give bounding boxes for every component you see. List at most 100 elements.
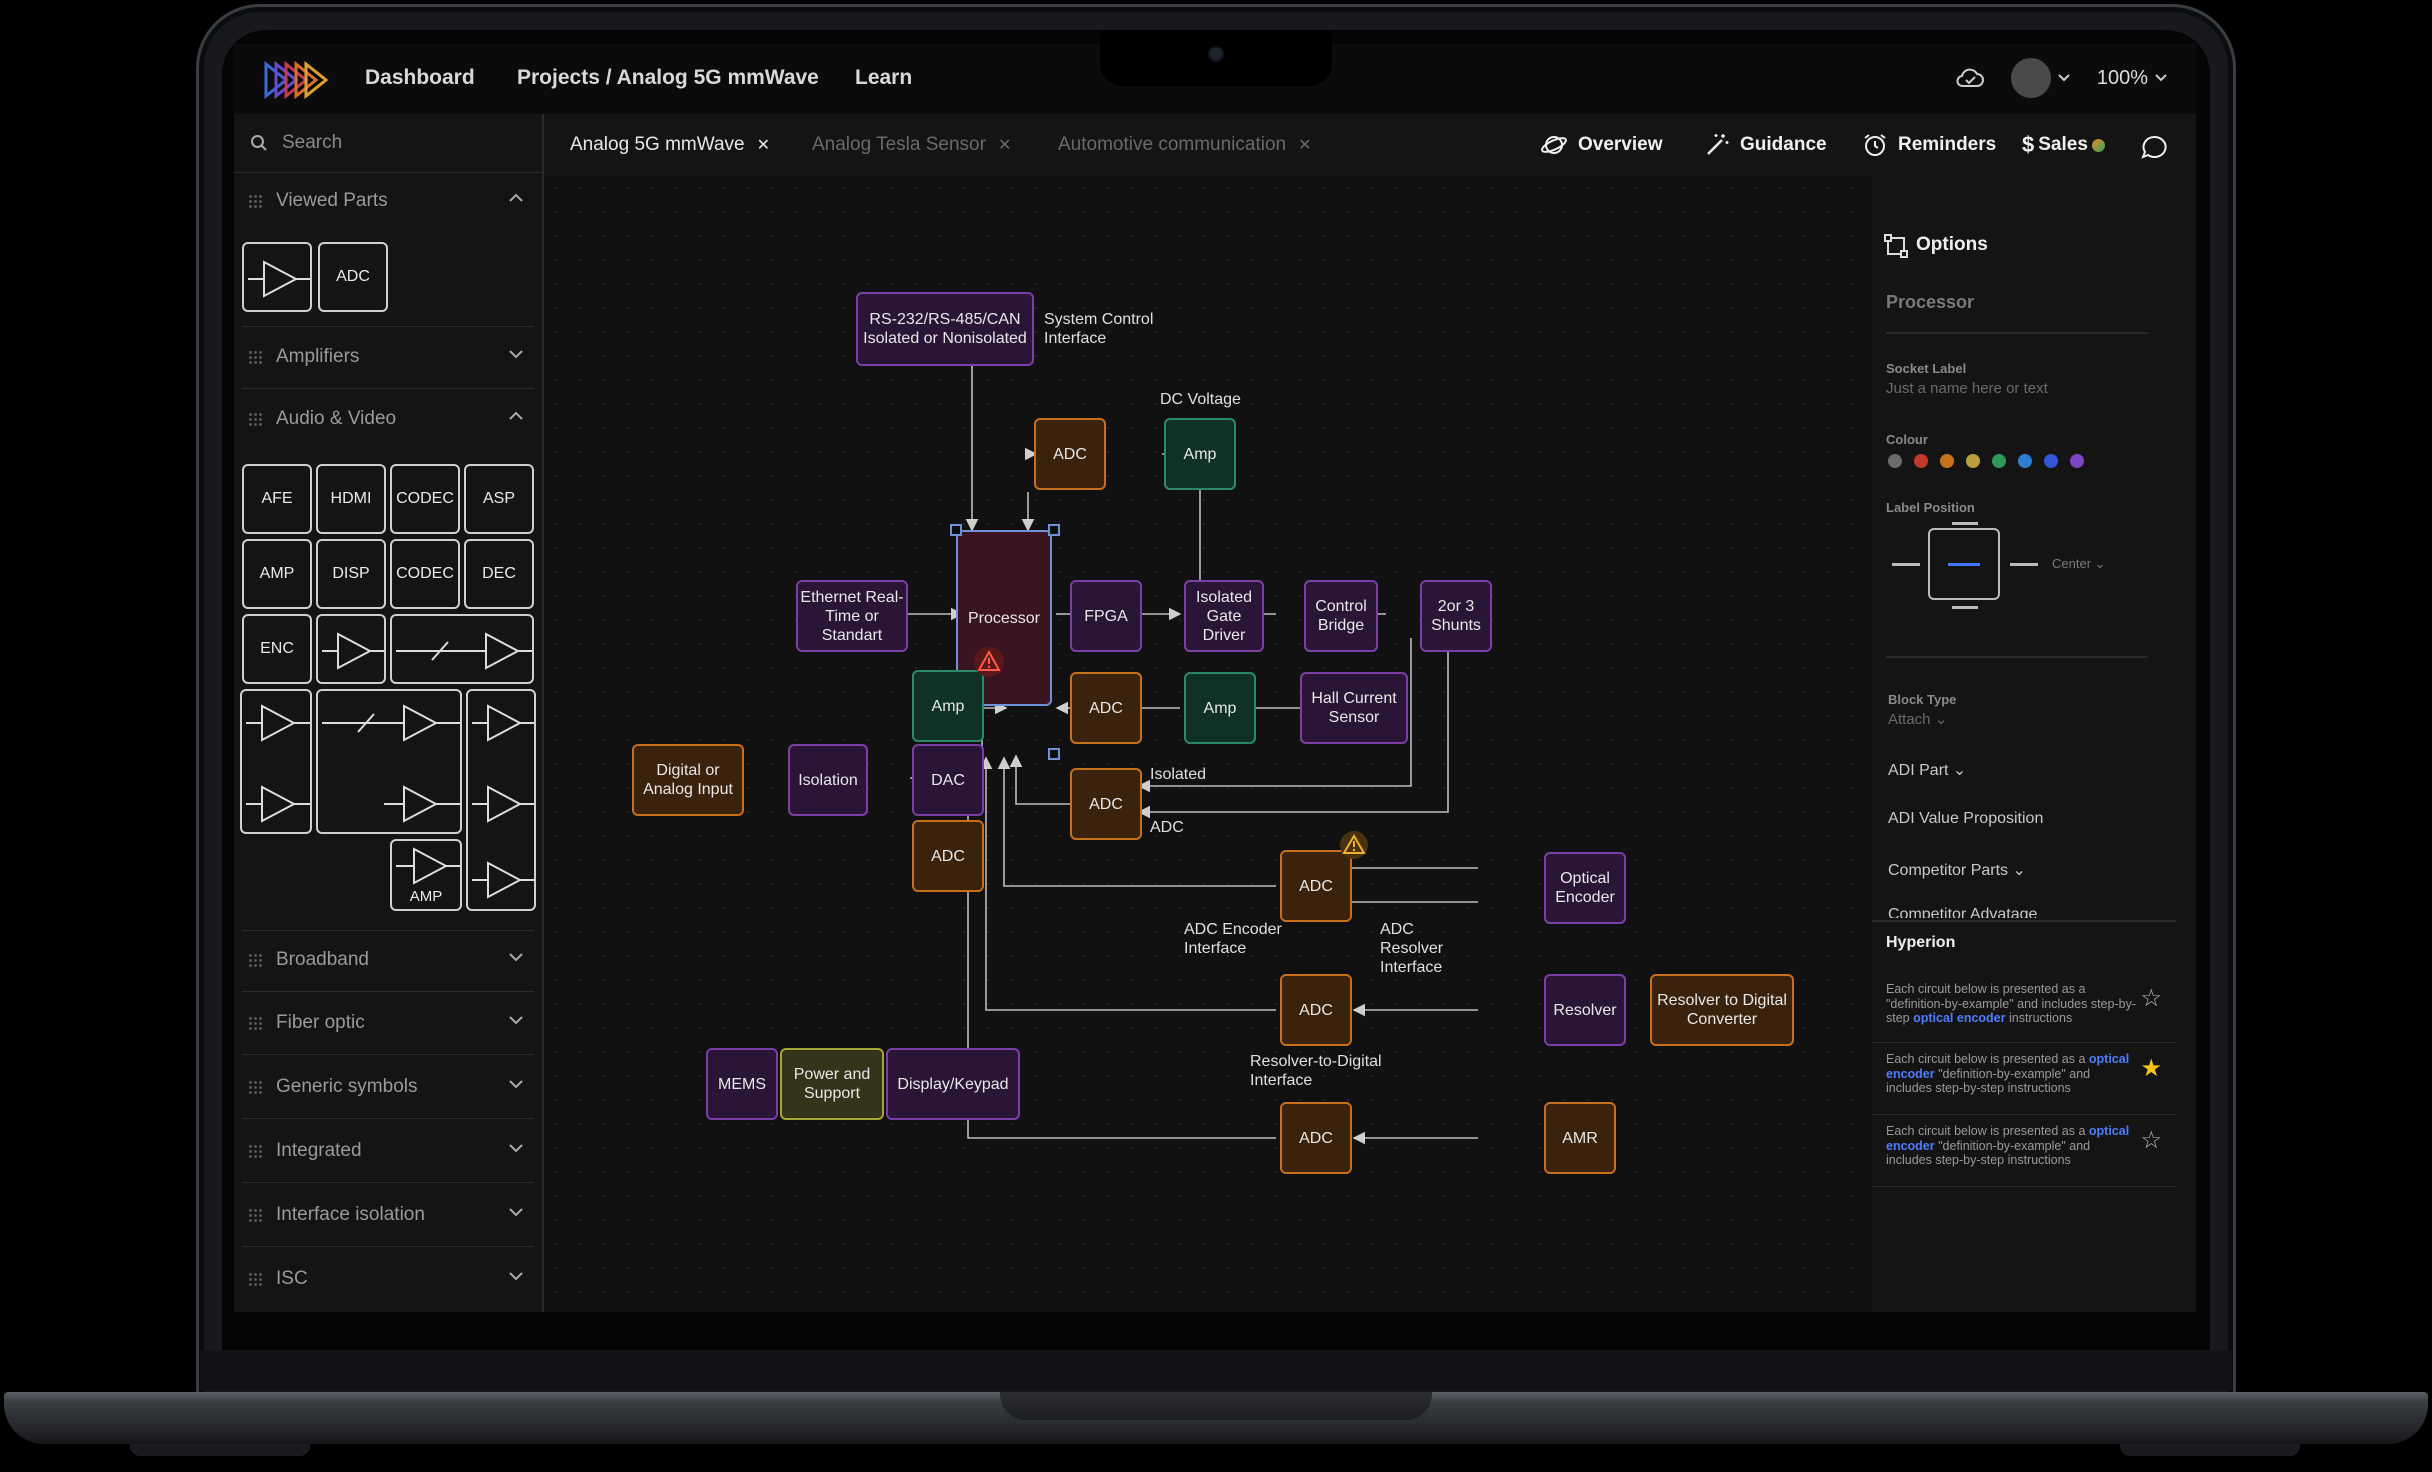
overview-button[interactable]: Overview	[1540, 132, 1663, 158]
node-dac[interactable]: DAC	[912, 744, 984, 816]
close-icon[interactable]: ✕	[756, 137, 770, 154]
node-control-bridge[interactable]: Control Bridge	[1304, 580, 1378, 652]
section-broadband[interactable]: Broadband	[242, 930, 534, 992]
optical-encoder-link[interactable]: optical encoder	[1913, 1011, 2006, 1025]
drag-handle-icon[interactable]	[248, 412, 262, 426]
reminders-button[interactable]: Reminders	[1862, 132, 1996, 158]
position-right-marker[interactable]	[2010, 563, 2038, 566]
chevron-down-icon[interactable]	[508, 1206, 524, 1218]
node-resolver[interactable]: Resolver	[1544, 974, 1626, 1046]
colour-swatch-gold[interactable]	[1966, 454, 1980, 468]
drag-handle-icon[interactable]	[248, 1144, 262, 1158]
socket-label-input[interactable]: Just a name here or text	[1886, 380, 2048, 397]
position-center-marker[interactable]	[1948, 563, 1980, 566]
node-adc-encoder[interactable]: ADC	[1280, 850, 1352, 922]
adi-value-proposition[interactable]: ADI Value Proposition	[1888, 810, 2044, 827]
search-input[interactable]: Search	[282, 132, 343, 153]
tab-analog-5g[interactable]: Analog 5G mmWave✕	[570, 134, 770, 156]
node-amp-mid[interactable]: Amp	[1184, 672, 1256, 744]
resize-handle[interactable]	[1048, 748, 1060, 760]
node-adc-mid[interactable]: ADC	[1070, 672, 1142, 744]
star-outline-icon[interactable]: ☆	[2140, 1127, 2162, 1154]
part-tile[interactable]: ENC	[242, 614, 312, 684]
part-tile-adc[interactable]: ADC	[318, 242, 388, 312]
part-tile[interactable]: AFE	[242, 464, 312, 534]
section-viewed-parts[interactable]: Viewed Parts	[242, 172, 534, 232]
adi-part-select[interactable]: ADI Part ⌄	[1888, 762, 1967, 779]
position-bottom-marker[interactable]	[1952, 606, 1978, 609]
part-tile[interactable]: CODEC	[390, 464, 460, 534]
chevron-down-icon[interactable]	[508, 1270, 524, 1282]
part-tile-amplifier-large[interactable]	[316, 689, 462, 834]
star-outline-icon[interactable]: ☆	[2140, 985, 2162, 1012]
resize-handle[interactable]	[950, 524, 962, 536]
hyperion-card[interactable]: Each circuit below is presented as a "de…	[1872, 972, 2176, 1043]
node-display-keypad[interactable]: Display/Keypad	[886, 1048, 1020, 1120]
diagram-canvas[interactable]: RS-232/RS-485/CAN Isolated or Nonisolate…	[544, 176, 1872, 1312]
colour-swatch-orange[interactable]	[1940, 454, 1954, 468]
competitor-advantage[interactable]: Competitor Advatage	[1888, 906, 2038, 918]
node-optical-encoder[interactable]: Optical Encoder	[1544, 852, 1626, 924]
drag-handle-icon[interactable]	[248, 194, 262, 208]
close-icon[interactable]: ✕	[997, 137, 1012, 154]
part-tile[interactable]: DISP	[316, 539, 386, 609]
nav-learn[interactable]: Learn	[855, 66, 913, 89]
node-fpga[interactable]: FPGA	[1070, 580, 1142, 652]
node-adc-top[interactable]: ADC	[1034, 418, 1106, 490]
part-tile-amplifier-triple[interactable]	[466, 689, 536, 911]
search-box[interactable]: Search	[234, 114, 542, 173]
label-position-picker[interactable]	[1928, 528, 2000, 600]
nav-projects-breadcrumb[interactable]: Projects / Analog 5G mmWave	[517, 66, 819, 89]
section-amplifiers[interactable]: Amplifiers	[242, 328, 534, 389]
account-menu[interactable]	[2010, 58, 2071, 98]
colour-swatch-green[interactable]	[1992, 454, 2006, 468]
hyperion-card[interactable]: Each circuit below is presented as a opt…	[1872, 1114, 2176, 1187]
node-adc-resolver[interactable]: ADC	[1280, 974, 1352, 1046]
part-tile[interactable]: DEC	[464, 539, 534, 609]
chevron-up-icon[interactable]	[508, 192, 524, 204]
drag-handle-icon[interactable]	[248, 1080, 262, 1094]
node-hall-current-sensor[interactable]: Hall Current Sensor	[1300, 672, 1408, 744]
error-warning-icon[interactable]	[972, 646, 1006, 678]
section-fiber-optic[interactable]: Fiber optic	[242, 994, 534, 1055]
resize-handle[interactable]	[1048, 524, 1060, 536]
node-digital-analog-input[interactable]: Digital or Analog Input	[632, 744, 744, 816]
node-resolver-converter[interactable]: Resolver to Digital Converter	[1650, 974, 1794, 1046]
drag-handle-icon[interactable]	[248, 1272, 262, 1286]
chevron-down-icon[interactable]	[508, 1078, 524, 1090]
optical-encoder-link[interactable]: optical encoder	[1886, 1124, 2130, 1153]
guidance-button[interactable]: Guidance	[1704, 132, 1827, 158]
competitor-parts-select[interactable]: Competitor Parts ⌄	[1888, 862, 2026, 879]
block-type-select[interactable]: Attach ⌄	[1888, 711, 1948, 728]
part-tile-amplifier-wide[interactable]	[390, 614, 534, 684]
chevron-down-icon[interactable]	[508, 951, 524, 963]
node-amr[interactable]: AMR	[1544, 1102, 1616, 1174]
chevron-up-icon[interactable]	[508, 410, 524, 422]
part-tile-amplifier-double[interactable]	[240, 689, 312, 834]
colour-swatch-purple[interactable]	[2070, 454, 2084, 468]
tab-analog-tesla[interactable]: Analog Tesla Sensor✕	[812, 134, 1011, 156]
node-amp-left[interactable]: Amp	[912, 670, 984, 742]
chevron-down-icon[interactable]	[508, 1142, 524, 1154]
close-icon[interactable]: ✕	[1298, 137, 1312, 154]
tab-automotive[interactable]: Automotive communication✕	[1058, 134, 1312, 156]
cloud-sync-icon[interactable]	[1955, 66, 1985, 90]
section-isc[interactable]: ISC	[242, 1250, 534, 1310]
label-position-select[interactable]: Center ⌄	[2052, 556, 2106, 571]
node-adc-isolated[interactable]: ADC	[1070, 768, 1142, 840]
chat-bubble-icon[interactable]	[2140, 134, 2168, 160]
hyperion-card[interactable]: Each circuit below is presented as a opt…	[1872, 1042, 2176, 1115]
part-tile[interactable]: ASP	[464, 464, 534, 534]
node-ethernet[interactable]: Ethernet Real-Time or Standart	[796, 580, 908, 652]
drag-handle-icon[interactable]	[248, 1208, 262, 1222]
drag-handle-icon[interactable]	[248, 350, 262, 364]
part-tile[interactable]: AMP	[242, 539, 312, 609]
colour-swatch-grey[interactable]	[1888, 454, 1902, 468]
chevron-down-icon[interactable]	[508, 1014, 524, 1026]
node-amp-top[interactable]: Amp	[1164, 418, 1236, 490]
node-rs232[interactable]: RS-232/RS-485/CAN Isolated or Nonisolate…	[856, 292, 1034, 366]
part-tile-amplifier[interactable]	[316, 614, 386, 684]
nav-dashboard[interactable]: Dashboard	[365, 66, 475, 89]
avatar[interactable]	[2010, 58, 2051, 98]
warning-icon[interactable]	[1338, 830, 1370, 860]
